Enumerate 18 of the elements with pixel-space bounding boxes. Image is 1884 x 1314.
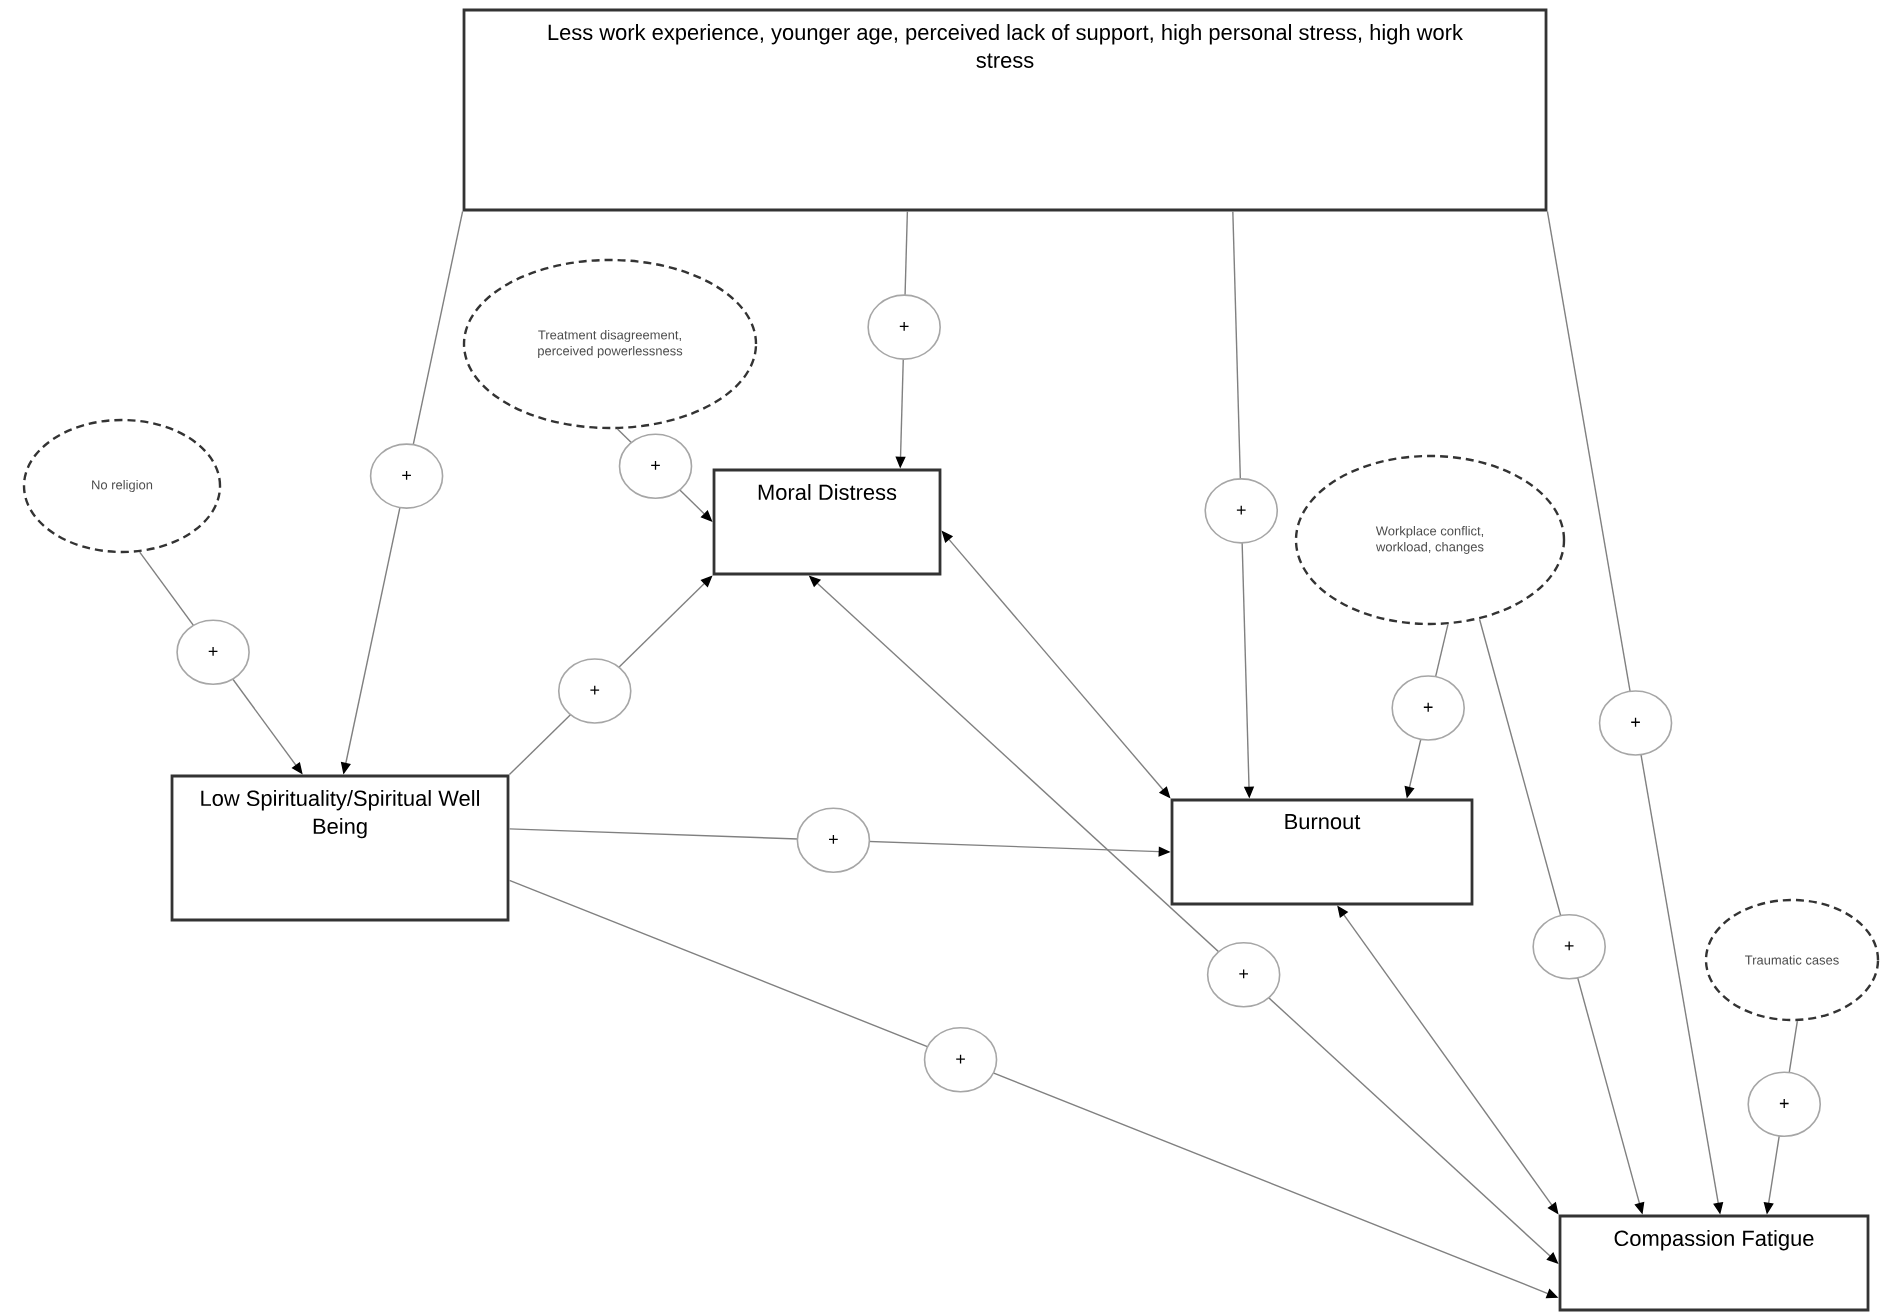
- concept-box: Burnout: [1170, 798, 1474, 906]
- concept-box: Compassion Fatigue: [1558, 1214, 1870, 1312]
- edge-label: +: [923, 1027, 998, 1093]
- concept-box: Low Spirituality/Spiritual Well Being: [170, 774, 510, 922]
- edge-label: +: [1598, 690, 1673, 756]
- concept-box: Moral Distress: [712, 468, 942, 576]
- cause-box: Less work experience, younger age, perceived lack of support, high personal stress, high work stress: [462, 8, 1548, 212]
- edge-label: +: [1532, 913, 1606, 980]
- edge-label: +: [176, 619, 250, 686]
- edge-label: +: [867, 294, 941, 360]
- edge-label: +: [557, 658, 632, 724]
- edge-label: +: [1747, 1071, 1822, 1138]
- edge-label: +: [369, 443, 444, 509]
- edge-label: +: [1391, 675, 1465, 741]
- edge-label: +: [618, 433, 693, 500]
- edge-label: +: [1206, 941, 1281, 1008]
- edge-label: +: [1204, 478, 1279, 544]
- edge-label: +: [796, 807, 871, 873]
